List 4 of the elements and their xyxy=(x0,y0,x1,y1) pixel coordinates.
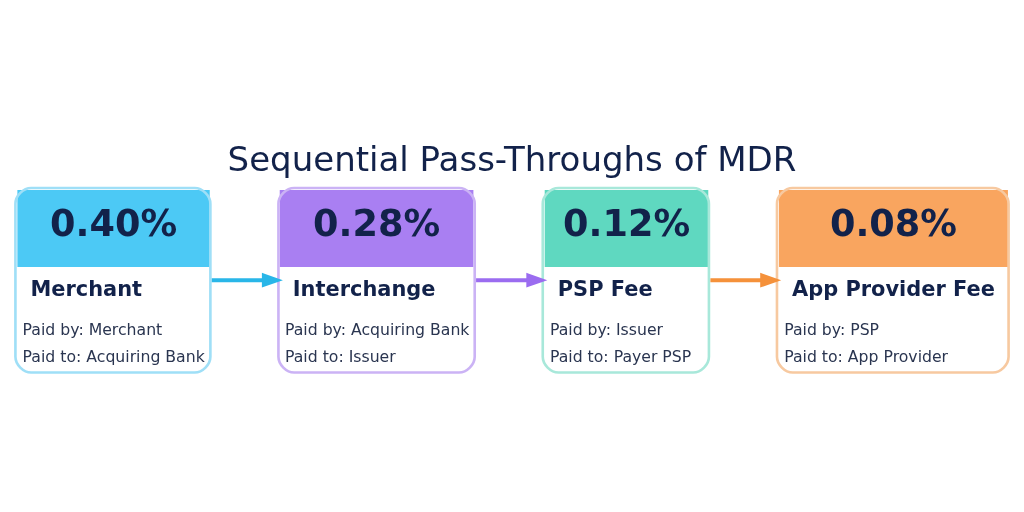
arrow xyxy=(476,272,548,288)
diagram-title: Sequential Pass-Throughs of MDR xyxy=(227,138,797,179)
arrow xyxy=(211,272,283,288)
arrow xyxy=(710,272,782,288)
